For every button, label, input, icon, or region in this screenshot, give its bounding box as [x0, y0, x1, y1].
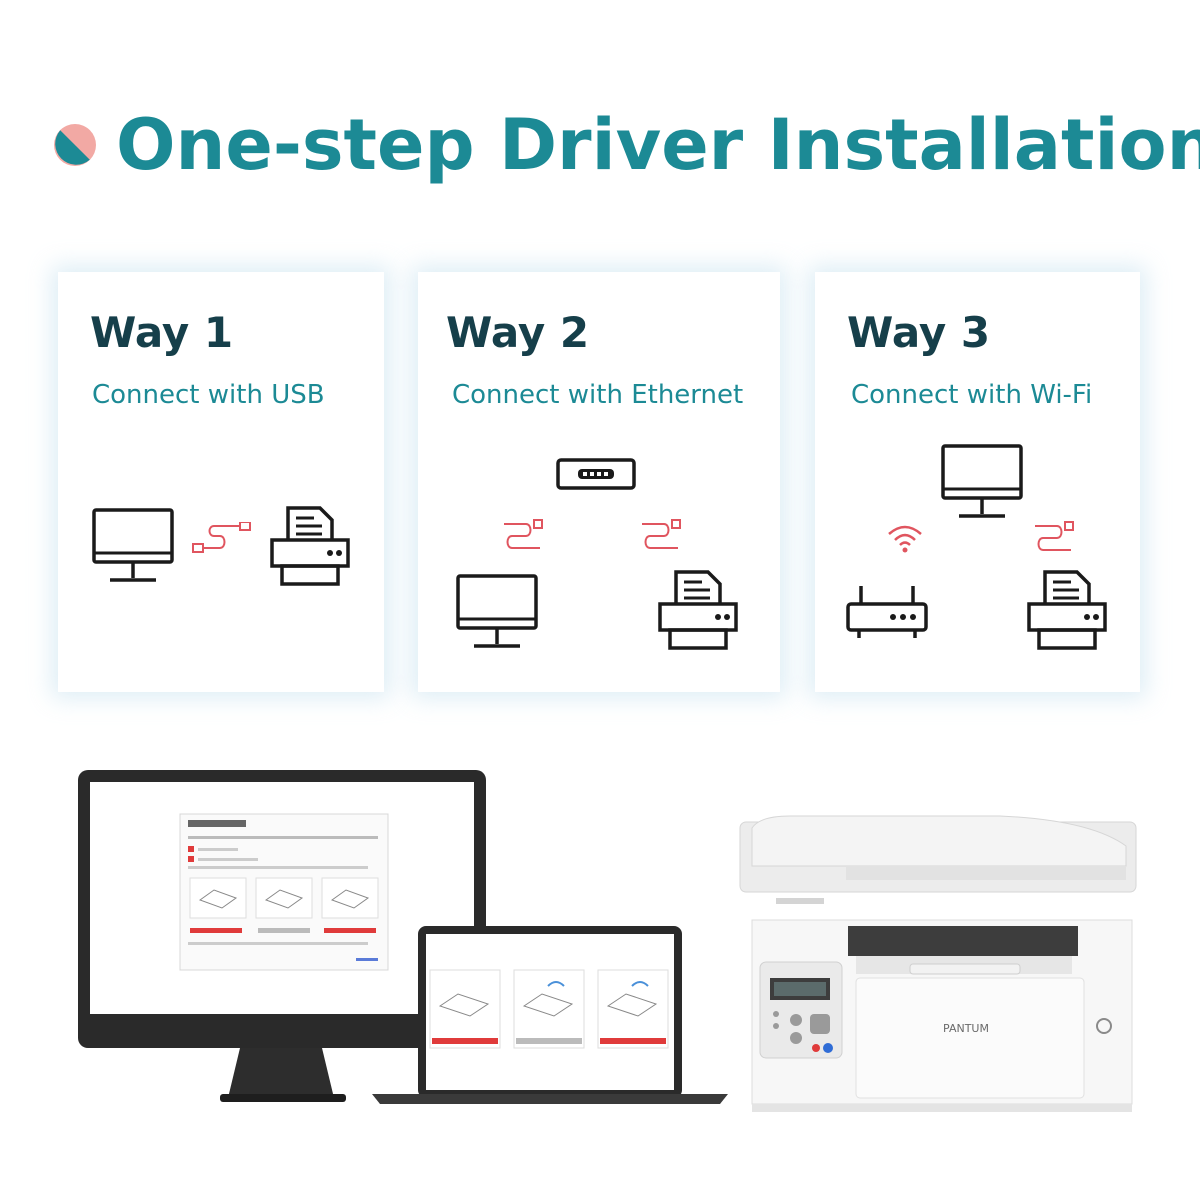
way-3-title: Way 3 [847, 308, 991, 357]
installer-window [179, 813, 389, 971]
monitor-icon [456, 574, 538, 648]
way-1-subtitle: Connect with USB [92, 380, 325, 410]
monitor-icon [92, 508, 174, 582]
desktop-monitor [78, 770, 486, 1102]
way-2-subtitle: Connect with Ethernet [452, 380, 744, 410]
ethernet-cable-right-icon [642, 519, 681, 549]
printer-icon [658, 570, 738, 650]
printer-icon [270, 506, 350, 586]
page-title: One-step Driver Installation [116, 104, 1200, 186]
ethernet-cable-left-icon [504, 519, 543, 549]
printer-icon [1027, 570, 1107, 650]
router-icon [846, 586, 928, 638]
half-circle-dot-icon [54, 124, 96, 166]
multifunction-printer: PANTUM [739, 815, 1137, 1112]
page-header: One-step Driver Installation [52, 100, 1200, 190]
device-scene: PANTUM [78, 770, 1137, 1112]
way-1-title: Way 1 [90, 308, 234, 357]
way-3-card: Way 3 Connect with Wi-Fi [815, 272, 1140, 692]
monitor-icon [941, 444, 1023, 518]
way-3-subtitle: Connect with Wi-Fi [851, 380, 1093, 410]
way-2-card: Way 2 Connect with Ethernet [418, 272, 780, 692]
printer-brand-label: PANTUM [943, 1022, 989, 1035]
usb-cable-icon [192, 522, 251, 553]
laptop [372, 926, 728, 1104]
wifi-icon [888, 525, 922, 553]
way-1-card: Way 1 Connect with USB [58, 272, 384, 692]
way-2-title: Way 2 [446, 308, 590, 357]
cable-icon [1035, 521, 1074, 551]
network-switch-icon [556, 458, 636, 490]
